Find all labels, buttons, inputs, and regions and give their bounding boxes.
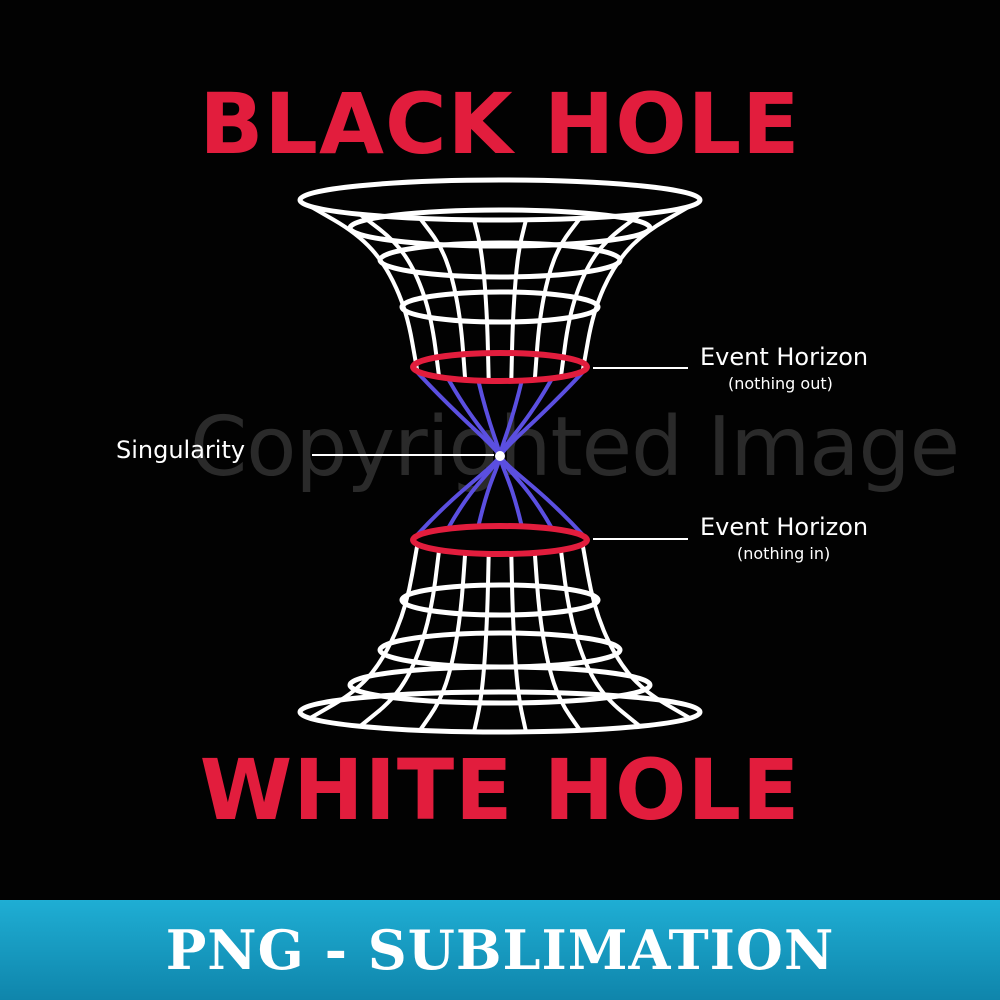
event-horizon-top-label: Event Horizon xyxy=(700,343,869,371)
diagram-canvas: Copyrighted Image BLACK HOLE Singularity… xyxy=(116,75,961,839)
throat-line-upper xyxy=(498,369,586,458)
bottom-funnel-meridian xyxy=(509,553,528,733)
black-hole-title: BLACK HOLE xyxy=(199,75,801,173)
top-funnel-meridian xyxy=(418,217,468,380)
bottom-funnel-meridian xyxy=(558,549,642,728)
banner: PNG - SUBLIMATION xyxy=(0,900,1000,1000)
event-horizon-bottom-sublabel: (nothing in) xyxy=(737,544,831,563)
bottom-funnel-meridian xyxy=(580,544,692,720)
singularity-point xyxy=(495,451,505,461)
top-funnel-meridian xyxy=(558,212,642,378)
top-funnel-meridian xyxy=(532,217,582,380)
top-funnel-ring xyxy=(297,177,703,223)
top-funnel-meridian xyxy=(358,212,442,378)
throat-line-lower xyxy=(446,455,502,530)
event-horizon-top-sublabel: (nothing out) xyxy=(728,374,833,393)
wormhole-diagram xyxy=(297,177,703,735)
top-funnel-meridian xyxy=(309,204,420,372)
banner-text: PNG - SUBLIMATION xyxy=(165,918,835,982)
bottom-funnel-meridian xyxy=(418,552,468,732)
event-horizon-bottom-ring xyxy=(410,523,590,557)
bottom-funnel-meridian xyxy=(532,552,582,732)
event-horizon-rings xyxy=(410,350,590,557)
throat-line-upper xyxy=(446,377,502,457)
white-hole-title: WHITE HOLE xyxy=(199,741,801,839)
top-funnel-meridian xyxy=(472,219,491,381)
bottom-funnel-ring xyxy=(399,582,601,618)
bottom-funnel-ring xyxy=(297,689,703,735)
watermark: Copyrighted Image xyxy=(190,400,960,495)
top-funnel-meridian xyxy=(580,204,692,372)
bottom-funnel-meridian xyxy=(358,549,442,728)
label-leader-lines xyxy=(312,367,688,540)
bottom-funnel-meridian xyxy=(308,544,420,720)
bottom-funnel-meridian xyxy=(472,553,491,733)
event-horizon-top-ring xyxy=(410,350,590,384)
event-horizon-bottom-label: Event Horizon xyxy=(700,513,869,541)
throat-line-lower xyxy=(498,454,586,538)
singularity-label: Singularity xyxy=(116,436,246,464)
bottom-funnel-ring xyxy=(347,664,653,706)
top-funnel-meridian xyxy=(509,219,528,381)
